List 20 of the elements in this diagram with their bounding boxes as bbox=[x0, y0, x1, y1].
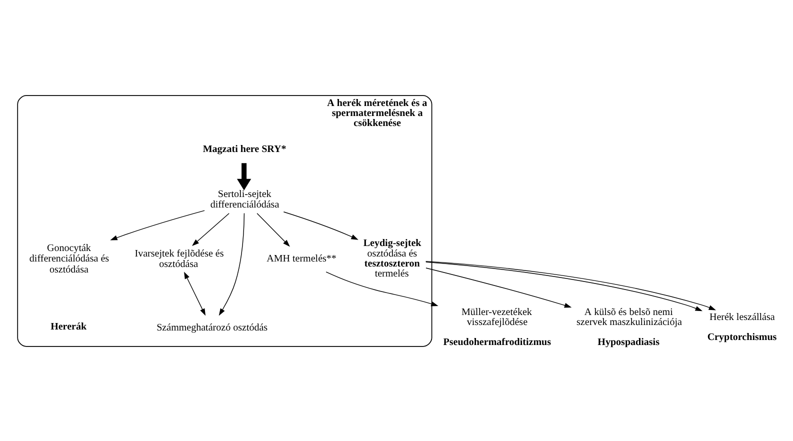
node-text: AMH termelés** bbox=[266, 253, 336, 264]
arrow bbox=[218, 212, 245, 316]
arrow bbox=[110, 210, 205, 240]
arrow bbox=[184, 271, 206, 316]
node-text: Leydig-sejtek osztódása és tesztoszteron termelés bbox=[363, 238, 422, 279]
node-text: Herék leszállása Cryptorchismus bbox=[707, 312, 777, 343]
arrow bbox=[256, 212, 290, 246]
arrow bbox=[236, 162, 252, 190]
node-text: Számmeghatározó osztódás bbox=[156, 322, 268, 333]
node-text: Sertoli-sejtek differenciálódása bbox=[210, 188, 280, 210]
arrow bbox=[326, 271, 438, 306]
arrow bbox=[192, 212, 230, 246]
node-text: Ivarsejtek fejlõdése és osztódása bbox=[134, 248, 224, 270]
node-text: Müller-vezetékek visszafejlõdése Pseudohermafroditizmus bbox=[443, 306, 552, 348]
arrow bbox=[283, 211, 358, 240]
node-text: A külsõ és belsõ nemi szervek maszkulinizációja Hypospadiasis bbox=[576, 306, 682, 348]
arrow bbox=[426, 267, 572, 308]
label: Hererák bbox=[50, 321, 87, 332]
node-text: Magzati here SRY* bbox=[202, 143, 286, 154]
node-text: Gonocyták differenciálódása és osztódása bbox=[29, 242, 110, 275]
